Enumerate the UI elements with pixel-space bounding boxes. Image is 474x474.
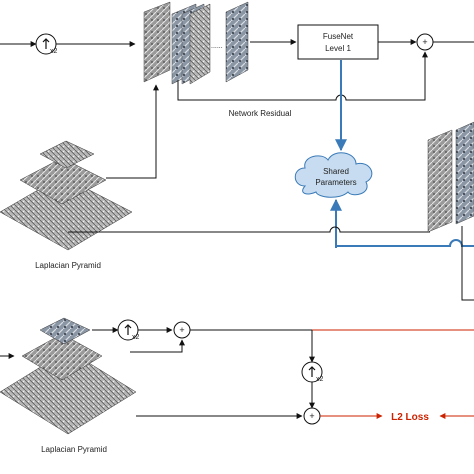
network-residual-label: Network Residual: [229, 109, 292, 118]
l2-loss-label: L2 Loss: [391, 412, 429, 423]
svg-text:x2: x2: [132, 334, 140, 341]
shared-parameters-cloud: Shared Parameters: [294, 152, 373, 198]
shared-parameters-line2: Parameters: [315, 178, 356, 187]
upsample-node-bottom-right: x2: [301, 361, 324, 383]
ellipsis: ......: [211, 43, 223, 50]
pyramid-to-stack-wire: [106, 84, 159, 179]
fusenet-title: FuseNet: [323, 32, 354, 41]
right-stack-wire: [461, 226, 474, 301]
pyramid-to-sum-wire: [130, 339, 185, 353]
feature-map-stack: ......: [143, 1, 249, 85]
shared-parameters-line1: Shared: [323, 167, 349, 176]
upsample-node-top: x2: [35, 33, 58, 55]
feature-map-stack-right: [427, 121, 474, 233]
laplacian-pyramid-bottom-label: Laplacian Pyramid: [41, 445, 107, 454]
upsample-label: x2: [50, 48, 58, 55]
laplacian-pyramid-top: [0, 140, 133, 251]
sum-node-bottom-left: +: [173, 321, 191, 339]
fusenet-box: FuseNet Level 1: [297, 24, 379, 60]
svg-text:+: +: [422, 37, 427, 47]
svg-text:+: +: [309, 411, 314, 421]
pyramid-to-right-wire: [68, 226, 430, 233]
svg-text:x2: x2: [316, 376, 324, 383]
laplacian-pyramid-top-label: Laplacian Pyramid: [35, 261, 101, 270]
fusenet-level: Level 1: [325, 44, 351, 53]
svg-text:+: +: [179, 325, 184, 335]
sum-node-final: +: [303, 407, 321, 425]
shared-link-horizontal: [336, 239, 474, 247]
upsample-node-bottom: x2: [117, 319, 140, 341]
laplacian-pyramid-bottom: [0, 317, 137, 435]
sum-node-top: +: [416, 33, 434, 51]
